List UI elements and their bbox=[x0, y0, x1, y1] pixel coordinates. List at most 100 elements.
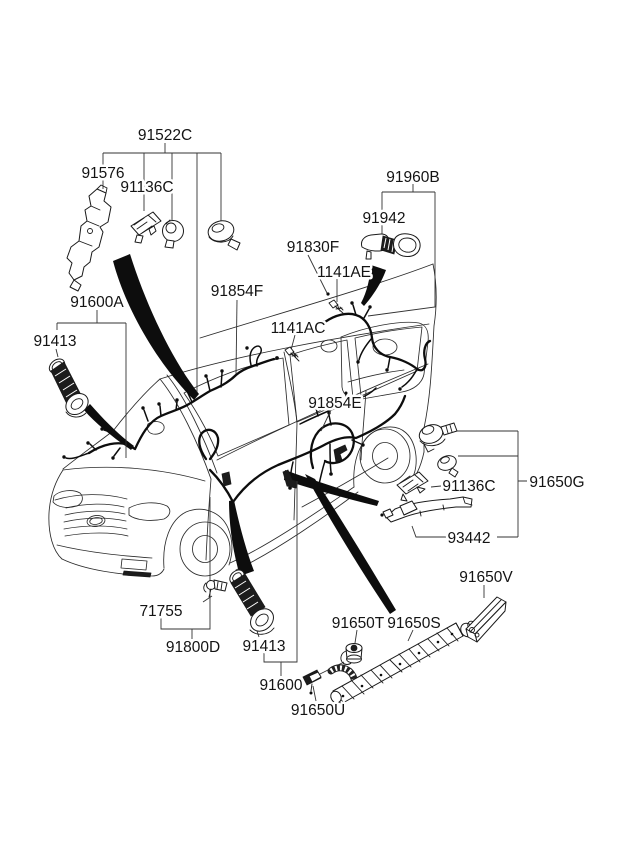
sliding-door-gap bbox=[360, 390, 367, 461]
harness-cowl-91854F bbox=[62, 345, 279, 460]
bumper-crease bbox=[56, 544, 153, 559]
front-wheel bbox=[179, 521, 231, 577]
part-91136C-clip-strip bbox=[130, 211, 162, 244]
leader-71755 bbox=[202, 595, 213, 603]
part-bolt-1141AE bbox=[328, 299, 345, 315]
label-1141ac: 1141AC bbox=[271, 320, 326, 337]
part-round-clip bbox=[162, 219, 184, 249]
window-sliding-door bbox=[289, 339, 354, 423]
leader-lines bbox=[55, 143, 527, 702]
label-91960b: 91960B bbox=[386, 169, 439, 186]
headlight-far bbox=[128, 502, 171, 521]
wedge-front-floor bbox=[84, 404, 134, 450]
air-dam bbox=[122, 570, 152, 578]
bracket-91600A bbox=[56, 310, 127, 458]
fog-lamp bbox=[120, 558, 148, 571]
bumper-bottom bbox=[61, 558, 165, 577]
label-93442: 93442 bbox=[447, 530, 490, 547]
leader-1141AC bbox=[290, 334, 296, 351]
beltline bbox=[216, 363, 429, 461]
wedge-front-door bbox=[229, 500, 254, 576]
bracket-91800D bbox=[160, 497, 211, 639]
headlight-near bbox=[52, 490, 83, 508]
part-band-clip bbox=[207, 220, 241, 251]
label-91522c: 91522C bbox=[138, 127, 192, 144]
leader-91830F bbox=[307, 254, 328, 294]
label-91650g: 91650G bbox=[529, 474, 584, 491]
leader-91413-front bbox=[55, 348, 59, 358]
part-91650T-clamp bbox=[340, 643, 363, 665]
brand-badge bbox=[86, 514, 106, 528]
harness-rear-91960B bbox=[321, 301, 432, 391]
grille-slats bbox=[63, 503, 129, 537]
part-91650V-rail bbox=[465, 596, 507, 643]
leader-91650T bbox=[354, 629, 358, 644]
label-91413-front: 91413 bbox=[33, 333, 76, 350]
grille-top bbox=[54, 494, 128, 501]
label-91650v: 91650V bbox=[459, 569, 513, 586]
window-front-door bbox=[183, 357, 290, 457]
rear-floor-line bbox=[347, 369, 405, 383]
rear-opening bbox=[340, 321, 429, 400]
part-91650U-clip bbox=[302, 669, 322, 695]
label-91854e: 91854E bbox=[308, 395, 361, 412]
sliding-door-track bbox=[301, 457, 389, 508]
wedge-track bbox=[305, 474, 396, 614]
bracket-91650G bbox=[447, 430, 527, 538]
label-91576: 91576 bbox=[81, 165, 124, 182]
sill-garnish-left bbox=[282, 469, 299, 489]
label-91830f: 91830F bbox=[287, 239, 340, 256]
front-wheel-hub bbox=[192, 535, 218, 563]
wedge-rear-roof bbox=[361, 265, 386, 306]
roof-front-edge bbox=[112, 378, 161, 432]
window-quarter bbox=[354, 326, 423, 397]
leader-91854F bbox=[235, 299, 238, 375]
part-91942-sensor bbox=[361, 233, 421, 260]
minivan-outline bbox=[48, 263, 437, 578]
b-pillar bbox=[283, 351, 298, 521]
leader-91650U bbox=[312, 685, 317, 702]
harness-sliding-door-91854E bbox=[309, 411, 365, 493]
label-71755: 71755 bbox=[139, 603, 182, 620]
label-1141ae: 1141AE bbox=[317, 264, 371, 281]
strut-tower-right bbox=[372, 338, 398, 356]
label-91650t: 91650T bbox=[332, 615, 385, 632]
label-91650s: 91650S bbox=[387, 615, 440, 632]
door-grommet-blob bbox=[221, 471, 232, 487]
rear-wheel-hub bbox=[372, 442, 398, 470]
leader-91136C-side bbox=[430, 485, 442, 488]
part-93442-sill-bracket bbox=[380, 496, 473, 523]
pointer-wedges bbox=[84, 254, 396, 614]
label-91854f: 91854F bbox=[211, 283, 264, 300]
front-door-gap bbox=[205, 478, 212, 561]
side-mirror bbox=[146, 421, 165, 435]
part-91650G-small-clip bbox=[437, 455, 459, 478]
label-91600a: 91600A bbox=[70, 294, 124, 311]
label-91942: 91942 bbox=[362, 210, 405, 227]
label-91136c-top: 91136C bbox=[120, 179, 173, 196]
part-91576-pillar-trim bbox=[66, 184, 112, 292]
roof-far-rail bbox=[199, 263, 434, 339]
rear-edge bbox=[423, 263, 437, 453]
harness-far-floor bbox=[299, 387, 377, 425]
rear-wheel bbox=[359, 428, 411, 484]
part-91413-front-grommet bbox=[48, 358, 89, 418]
wedge-sill bbox=[284, 470, 379, 506]
label-91136c-side: 91136C bbox=[442, 478, 495, 495]
callout-labels: 91522C 91576 91136C 91960B 91942 91830F … bbox=[31, 125, 587, 722]
harness-floor-sill bbox=[198, 394, 407, 504]
front-wheel-arch bbox=[163, 508, 233, 569]
strut-tower-left bbox=[320, 339, 338, 353]
part-71755-clip bbox=[203, 579, 228, 598]
part-91413-rear-grommet bbox=[229, 569, 275, 635]
bracket-91600 bbox=[263, 481, 298, 676]
part-91136C-side-clip bbox=[396, 471, 429, 502]
leader-93442 bbox=[411, 525, 447, 538]
part-91650G-band-clip bbox=[418, 422, 458, 453]
label-91413-rear: 91413 bbox=[242, 638, 285, 655]
rear-wheel-arch bbox=[353, 426, 417, 488]
bracket-91522C bbox=[102, 143, 222, 392]
far-a-pillar bbox=[62, 430, 114, 470]
wedge-cowl bbox=[113, 254, 199, 400]
